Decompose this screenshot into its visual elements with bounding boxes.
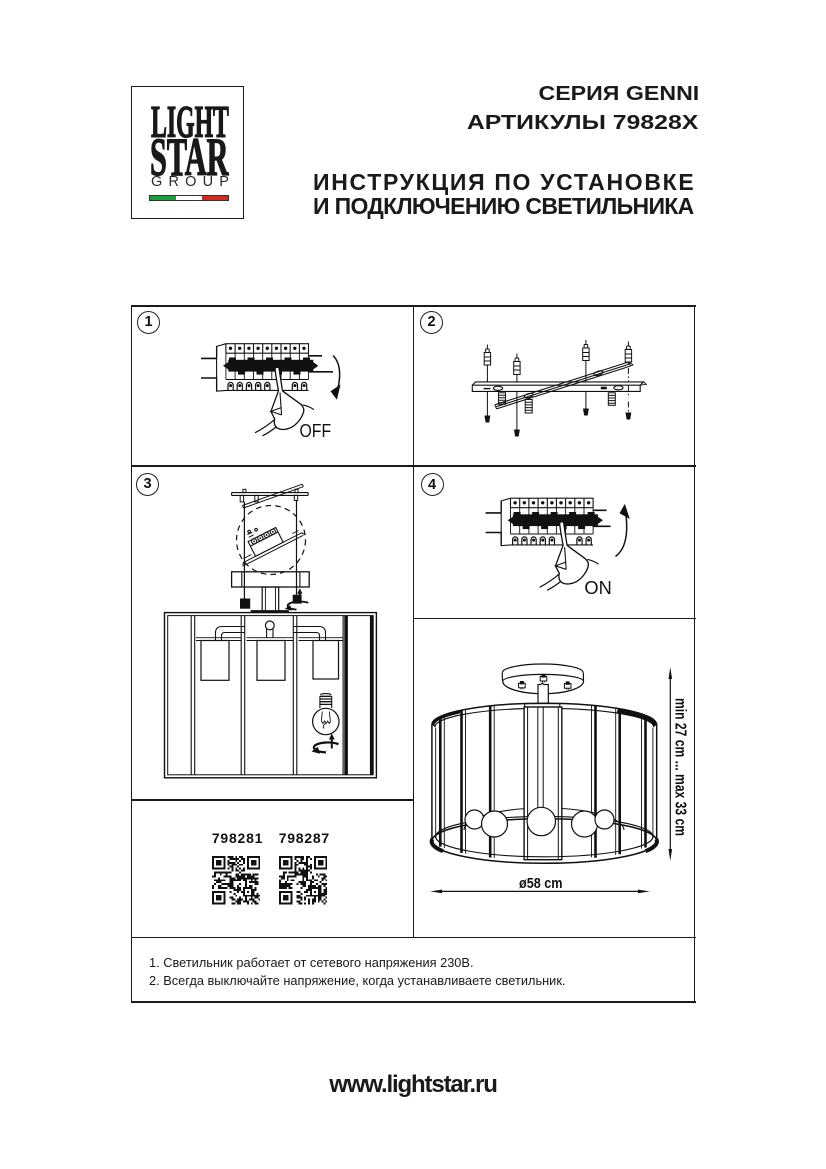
svg-text:OFF: OFF	[300, 420, 332, 441]
svg-text:min 27 cm ... max 33 cm: min 27 cm ... max 33 cm	[672, 698, 689, 836]
svg-text:ON: ON	[584, 577, 611, 598]
svg-text:ø58 cm: ø58 cm	[519, 875, 563, 892]
